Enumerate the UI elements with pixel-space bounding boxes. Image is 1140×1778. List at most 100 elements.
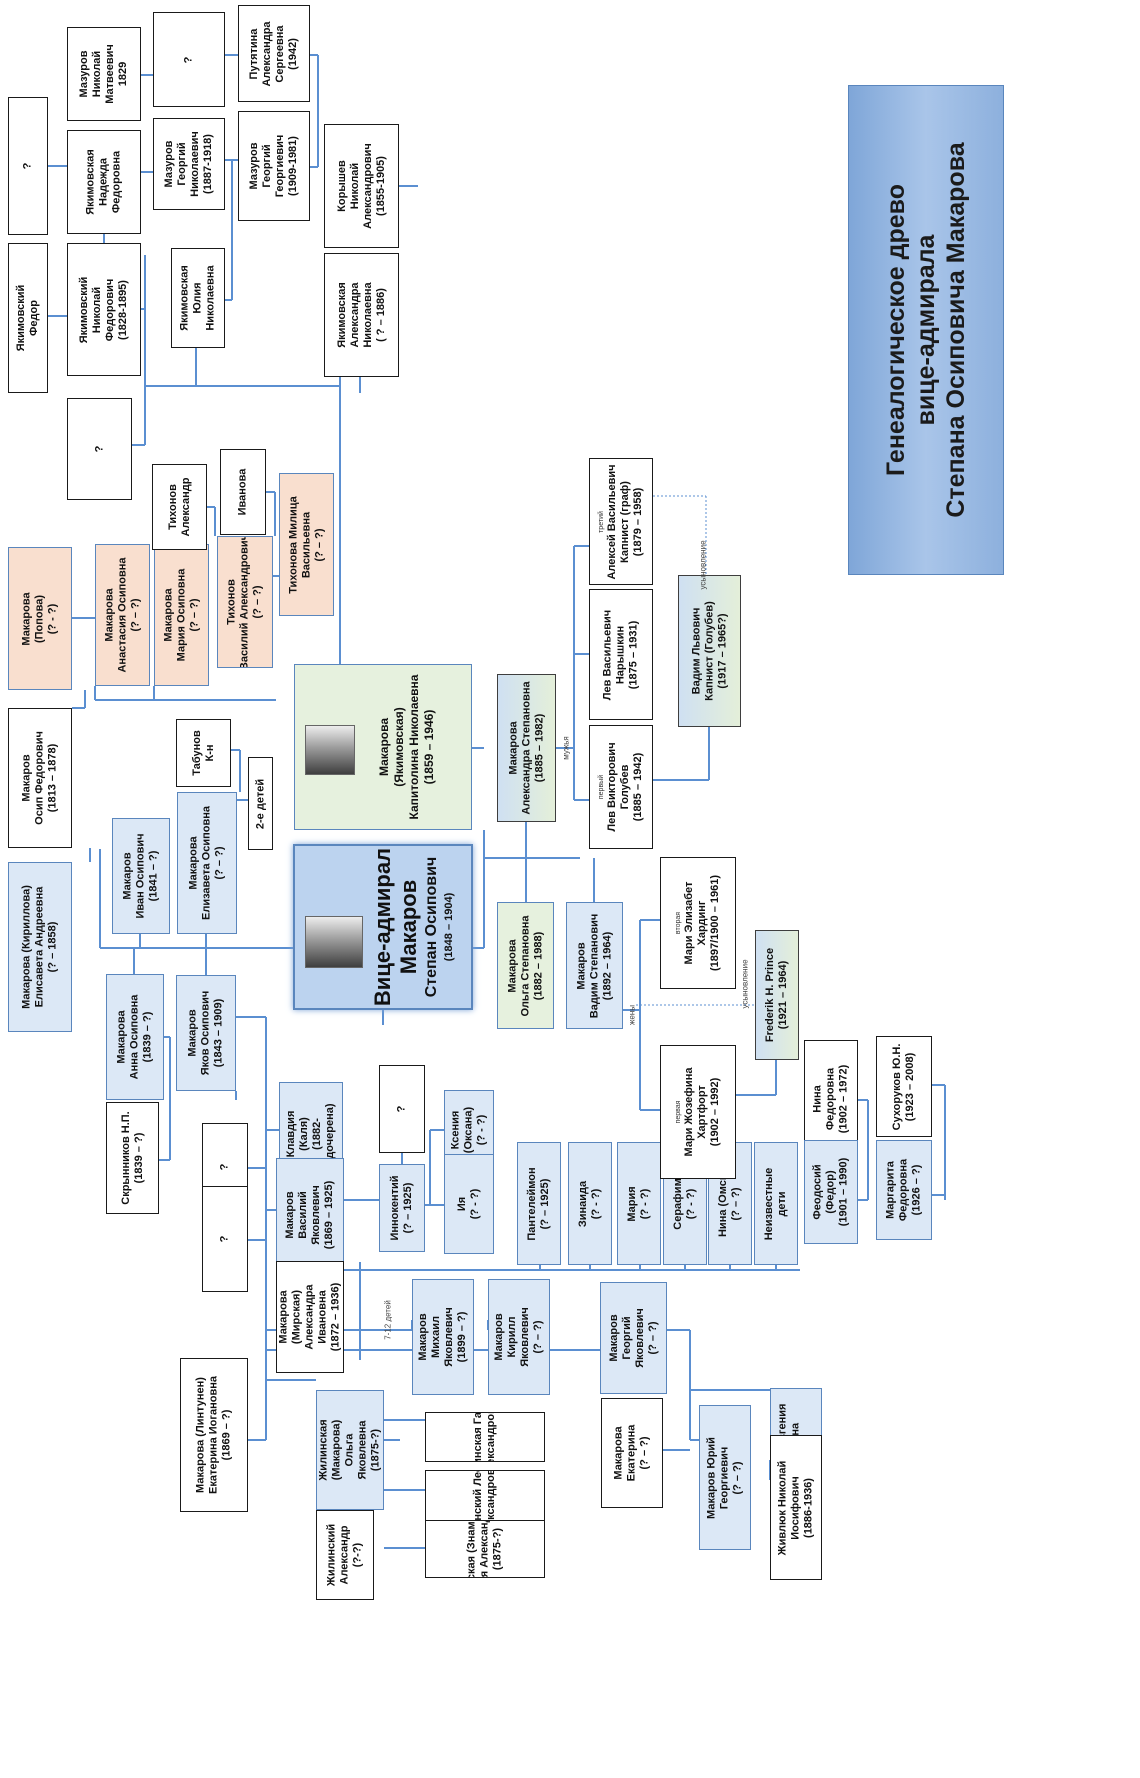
person-text-line: Макаров [20,754,33,802]
person-text-line: (Каля) [298,1116,310,1151]
person-text-line: Кирилл [506,1316,518,1358]
person-label: Макарова(Попова)(? - ?) [21,592,60,645]
person-label: Пантелеймон(? – 1925) [526,1167,552,1240]
person-text-line: Путятина [248,28,260,79]
person-text-line: Макарова [277,1290,290,1344]
person-text-line: (? – ?) [731,1461,744,1495]
person-text-line: (1855-1905) [374,156,387,216]
person-text-line: Ия [456,1196,468,1212]
person-text-line: Макаров [121,852,134,900]
person-text-line: Елисавета Андреевна [33,886,46,1008]
person-text-line: Екатерина [625,1424,638,1482]
person-text-line: Ольга [343,1433,356,1467]
person-text-line: Макарова [103,588,115,642]
person-text-line: Иннокентий [389,1175,401,1241]
person-text-line: (1926 – ?) [910,1164,923,1216]
person-text-line: Николай [91,286,103,333]
relation-label: третий [598,510,605,533]
person-text-line: (1875 – 1931) [627,620,640,689]
person-iya: Ия(? - ?) [444,1154,494,1254]
person-text-line: ? [21,162,34,170]
person-label: Нина (Омск)(? – ?) [717,1170,743,1236]
person-text-line: Живлюк Николай [776,1460,789,1555]
title-line: вице-адмирала [912,234,940,426]
person-text-line: (? – ?) [213,846,226,880]
person-text-line: Нина (Омск) [717,1170,729,1237]
person-text-line: Мария Осиповна [175,568,187,662]
person-text-line: Александрович [485,1470,497,1525]
main-person-text: Макаров [396,879,421,975]
person-text-line: (Макарова) [330,1419,343,1481]
person-text-line: (1882- [311,1117,323,1150]
person-text-line: (1813 – 1878) [46,743,59,813]
wife-text: Капитолина Николаевна [407,674,421,820]
person-text-line: (? – ?) [646,1321,659,1355]
person-label: Иванова [237,469,250,516]
person-text-line: Анна Осиповна [128,994,141,1080]
person-text-line: (1875-?) [369,1428,382,1472]
note-adoption2: усыновление [740,959,750,1009]
person-text-line: Жилинская [317,1419,330,1481]
person-text-line: Ивановна [316,1290,329,1344]
person-text-line: Иванова [236,468,249,516]
person-label: Макарова (Линтунен)Екатерина Иогановна(1… [195,1376,234,1494]
person-text-line: Екатерина Иогановна [207,1376,220,1494]
person-text-line: Макаров [575,941,587,990]
title-line: Степана Осиповича Макарова [942,142,970,518]
note-adoption1: усыновление [698,540,708,590]
person-text-line: Якимовская [335,282,348,348]
person-text-line: Макарова [612,1426,625,1480]
person-text-line: Мария [626,1185,638,1222]
person-text-line: Зинаида [577,1180,589,1227]
person-text-line: Евгения Александровна [479,1521,492,1577]
person-text-line: Вадим Степанович [588,913,600,1018]
person-text-line: Георгий [261,144,273,188]
person-text-line: Якимовская [178,265,191,331]
person-text-line: Макарова [162,588,174,642]
person-unknown-f: ? [202,1186,248,1292]
person-two-children: 2-е детей [248,757,273,850]
person-makarova-lintunen: Макарова (Линтунен)Екатерина Иогановна(1… [180,1358,248,1512]
person-label: Ия(? - ?) [456,1189,482,1220]
person-label: Феодосий(Федор)(1901 – 1990) [812,1158,851,1227]
person-unknown-b: ? [153,12,225,107]
person-text-line: ? [218,1163,231,1171]
person-label: Ксения(Оксана)(? - ?) [450,1106,489,1152]
person-text-line: Хардинг [696,900,708,946]
person-text-line: ? [182,56,195,63]
person-label: 2-е детей [254,778,267,828]
person-text-line: ? [93,445,105,453]
person-text-line: (? – 1925) [539,1178,551,1229]
person-text-line: Неизвестные [763,1167,775,1240]
person-text-line: Лев Викторович [606,742,618,832]
relation-label: первая [675,1100,682,1124]
person-text-line: (1909-1981) [287,136,299,196]
